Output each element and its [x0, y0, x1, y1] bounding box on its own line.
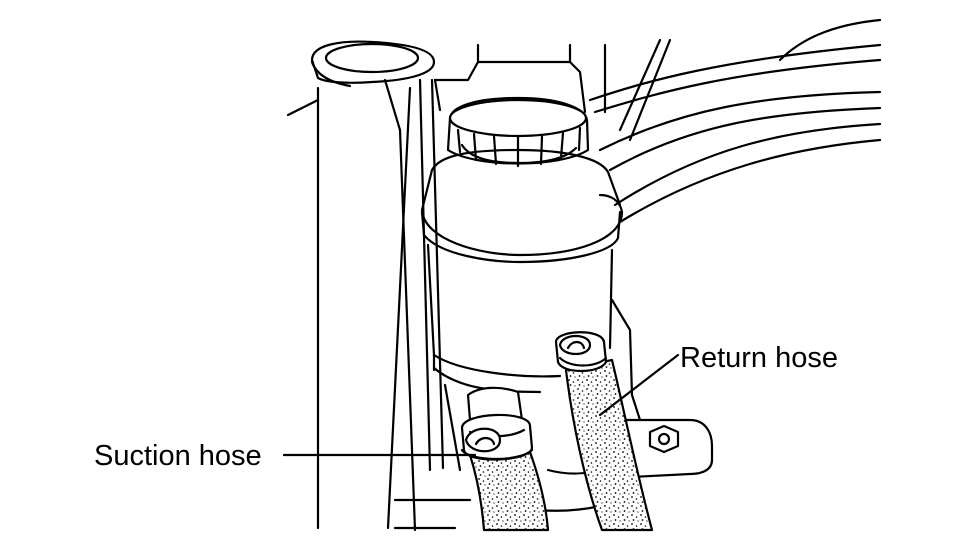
bolt-bracket	[608, 393, 714, 480]
mounting-bracket	[383, 43, 607, 532]
return-hose-leader	[598, 353, 680, 417]
return-hose	[554, 331, 654, 532]
background-pipes	[588, 18, 882, 224]
suction-hose-label: Suction hose	[94, 440, 262, 472]
reservoir-body	[420, 96, 634, 512]
suction-hose	[460, 386, 550, 532]
return-hose-label: Return hose	[680, 342, 838, 374]
